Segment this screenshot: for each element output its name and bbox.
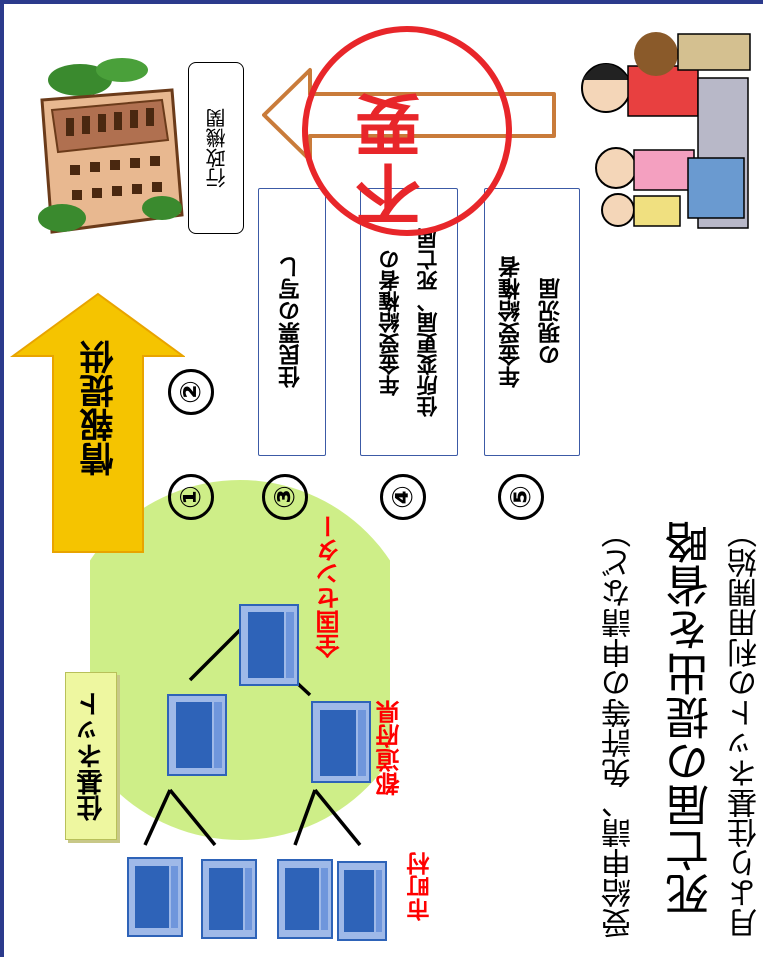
computer-prefecture-b-icon [311, 701, 371, 783]
computer-municipal-2-icon [201, 859, 257, 939]
jukinet-network-diagram [90, 480, 390, 941]
number-4: ④ [380, 474, 426, 520]
information-provision-label: 情報提供 [80, 340, 120, 476]
government-agency-label: 行政機関 [204, 108, 229, 188]
item3-text: 住民票の写し [279, 256, 304, 388]
bottom-text-1: 受給申請、免許等の申請など） [602, 518, 637, 938]
jukinet-tag: 住基ネット [65, 672, 117, 840]
government-building-icon [38, 58, 184, 234]
computer-municipal-3-icon [277, 859, 333, 939]
pension-recipients-people-icon [581, 32, 751, 229]
number-3: ③ [262, 474, 308, 520]
unnecessary-label: 不要 [355, 88, 432, 228]
jukinet-label: 住基ネット [76, 691, 107, 821]
item4-text-line2: 住所変更届、死亡届 [416, 227, 440, 417]
zenkoku-center-label: 全国センター [316, 514, 344, 658]
item5-text-line1: 年金受給権者 [499, 256, 524, 388]
computer-zenkoku-icon [239, 604, 299, 686]
item5-text-line2: の現況届 [539, 278, 564, 366]
computer-prefecture-a-icon [167, 694, 227, 776]
item-card-5: 年金受給権者 の現況届 [484, 188, 580, 456]
number-1: ① [168, 474, 214, 520]
government-agency-box: 行政機関 [188, 62, 244, 234]
computer-municipal-1-icon [127, 857, 183, 937]
information-provision-arrow [10, 292, 185, 553]
number-5: ⑤ [498, 474, 544, 520]
number-2: ② [168, 369, 214, 415]
computer-municipal-4-icon [337, 861, 387, 941]
item4-text-line1: 年金受給権者の [378, 248, 402, 396]
item-card-3: 住民票の写し [258, 188, 326, 456]
prefecture-label: 都道府県 [376, 700, 404, 796]
municipality-label: 市町村 [408, 852, 434, 921]
unnecessary-circle [302, 26, 512, 236]
bottom-text-3: 月より住基ネットの利用開始） [728, 518, 763, 938]
bottom-text-2: 死亡届の提出を省略 [666, 520, 717, 916]
